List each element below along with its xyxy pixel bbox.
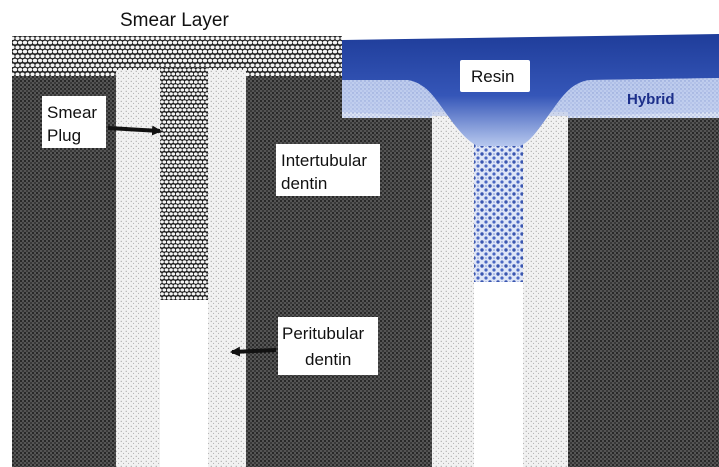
smear-plug (160, 68, 208, 300)
peritubular-arrow (230, 346, 277, 357)
open-tubule-lumen (474, 282, 523, 467)
peritubular-label-line1: Peritubular (282, 324, 365, 343)
peritubular-label-line2: dentin (305, 350, 351, 369)
smear-plug-label-line2: Plug (47, 126, 81, 145)
intertubular-dentin-block-center (246, 76, 342, 467)
peritubular-dentin-wall (116, 70, 160, 467)
smear-plug-label-box (42, 96, 106, 148)
open-tubule-lumen (160, 300, 208, 467)
hybrid-label: Hybrid (627, 91, 675, 108)
smear-layer-label: Smear Layer (120, 10, 229, 31)
peritubular-label-box (278, 317, 378, 375)
peritubular-dentin-wall (432, 112, 474, 467)
resin-tag (474, 140, 523, 282)
intertubular-dentin-block-right-2 (568, 118, 719, 467)
resin-label: Resin (471, 67, 514, 86)
smear-plug-label-line1: Smear (47, 103, 97, 122)
peritubular-dentin-wall (523, 112, 568, 467)
intertubular-label-line2: dentin (281, 174, 327, 193)
intertubular-label-line1: Intertubular (281, 151, 367, 170)
resin-label-box (460, 60, 530, 92)
intertubular-label-box (276, 144, 380, 196)
peritubular-dentin-wall (208, 70, 246, 467)
smear-plug-arrow (107, 125, 162, 136)
resin-layer (342, 34, 719, 146)
